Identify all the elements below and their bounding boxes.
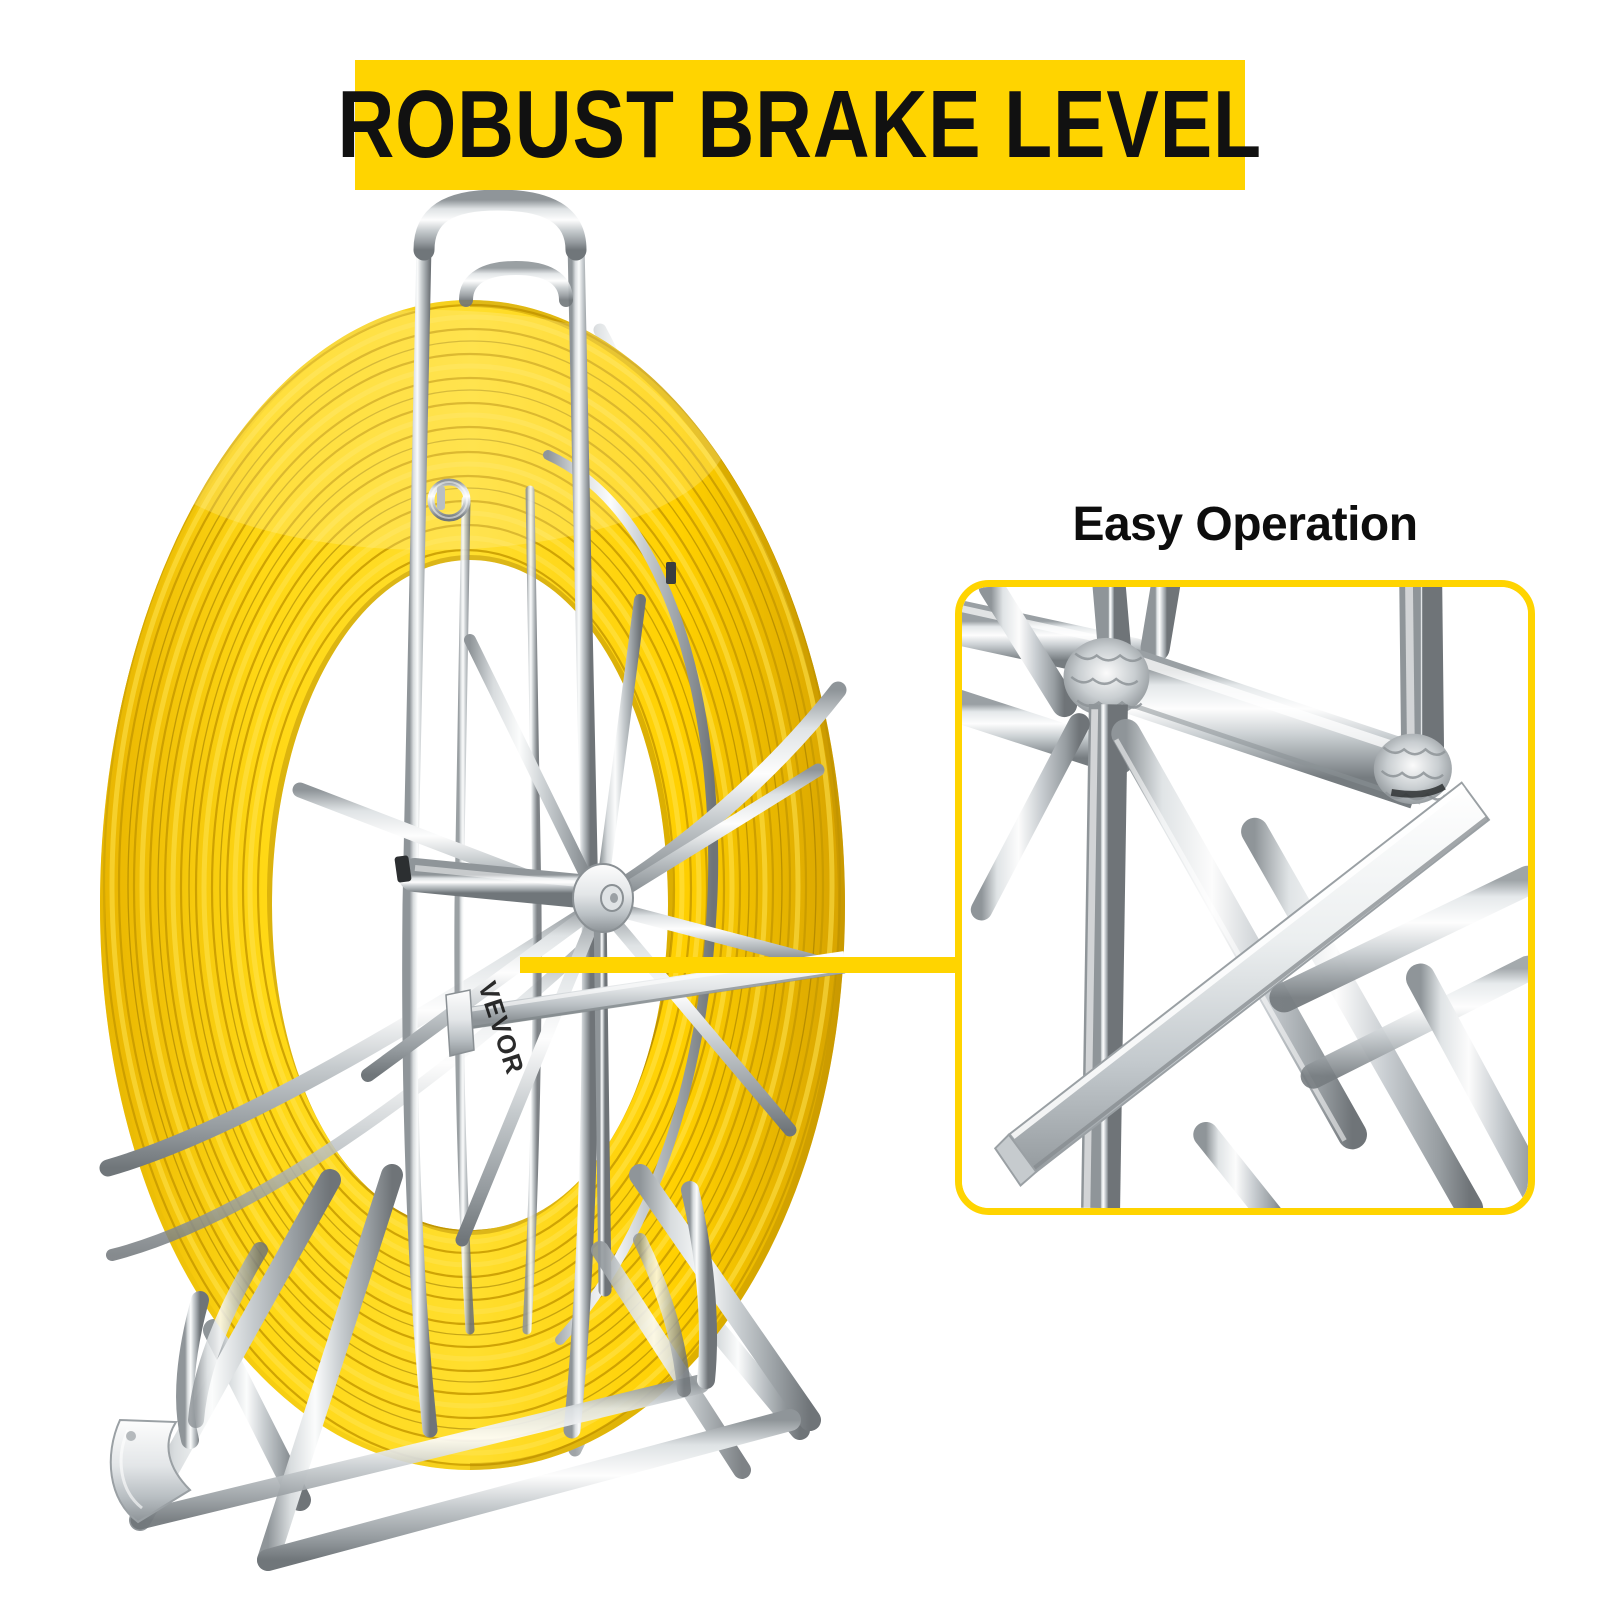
callout-heading: Easy Operation [1072,498,1418,551]
svg-text:VEVOR: VEVOR [472,978,530,1079]
brake-lever-bar [993,781,1491,1187]
page-title: ROBUST BRAKE LEVEL [337,71,1263,178]
callout-box-easy-operation [955,580,1535,1215]
center-hub [572,863,634,933]
title-banner: ROBUST BRAKE LEVEL [338,60,1261,190]
detail-image-hub-closeup [962,587,1528,1208]
callout-connector-line [520,957,960,973]
split-ring-eyelet [427,478,471,522]
base-stand [109,1164,821,1571]
carry-handle [413,189,587,263]
